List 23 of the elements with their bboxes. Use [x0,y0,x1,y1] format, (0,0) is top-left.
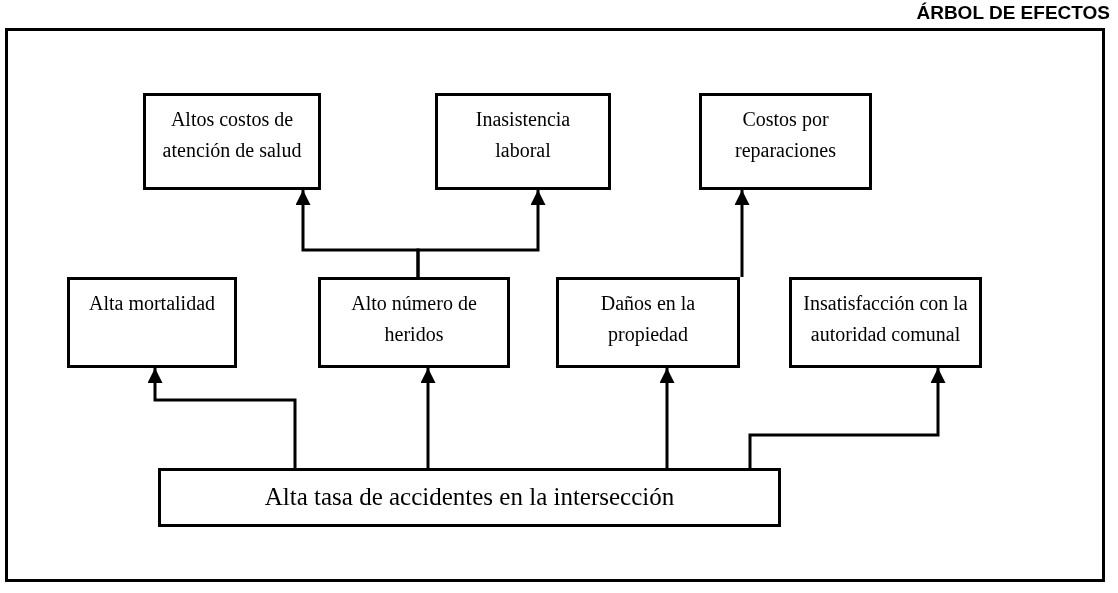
effect-box [699,93,872,190]
diagram-title: ÁRBOL DE EFECTOS [916,2,1110,24]
arrow [659,368,675,468]
arrow [147,368,297,468]
box-label: Alto número de heridos [350,291,478,347]
effect-box [143,93,321,190]
arrow [420,368,436,468]
effect-box [556,277,740,368]
arrow [416,190,546,277]
effect-box [67,277,237,368]
box-label: Alta mortalidad [88,291,216,316]
effect-box [318,277,510,368]
root-problem-box [158,468,781,527]
effect-box [435,93,611,190]
box-label: Altos costos de atención de salud [161,107,303,163]
box-label: Inasistencia laboral [474,107,572,163]
box-label: Daños en la propiedad [599,291,697,348]
box-label: Costos por reparaciones [733,107,837,164]
box-label: Alta tasa de accidentes en la intersección [264,482,675,513]
effect-box [789,277,982,368]
box-label: Insatisfacción con la autoridad comunal [802,291,969,347]
arrow [734,190,750,277]
arrow [748,368,946,468]
